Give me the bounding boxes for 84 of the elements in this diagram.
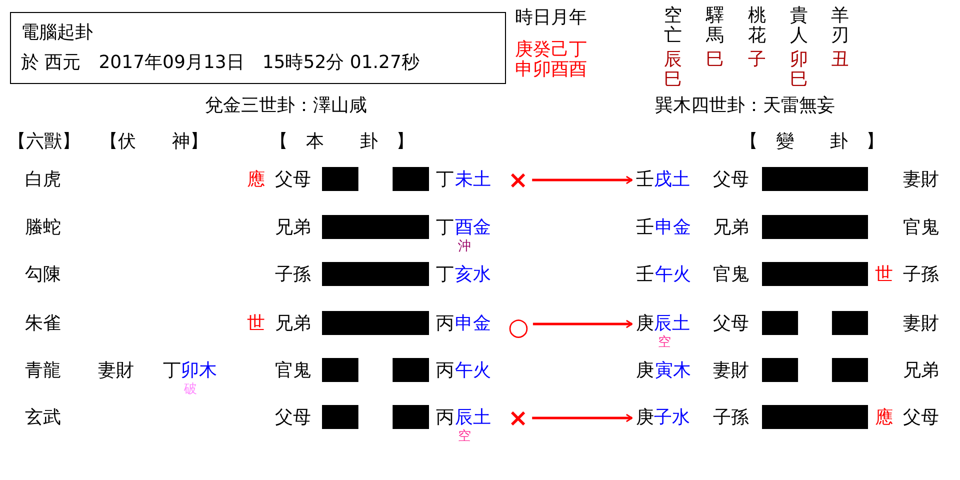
stem-text: 壬 [636,218,654,238]
relation-label: 子孫 [275,265,311,285]
stem-text: 丙 [436,314,454,334]
star-branch: 辰巳 [663,50,683,90]
branch-text: 卯木 [181,361,217,381]
column-heading: 【 本 卦 】 [270,132,414,152]
stem-text: 丁 [436,218,454,238]
hexagram-title: 巽木四世卦：天雷無妄 [655,96,835,116]
spirit-label: 玄武 [25,408,61,428]
date-text: 於 西元 2017年09月13日 15時52分 01.27秒 [21,53,420,73]
star-name: 空亡 [663,6,683,46]
relation-label: 兄弟 [903,361,939,381]
branch-text: 辰土 [455,408,491,428]
column-heading: 【 變 卦 】 [740,132,884,152]
relation-label: 父母 [903,408,939,428]
branch-text: 酉金 [455,218,491,238]
column-heading: 【六獸】 [8,132,80,152]
world-mark: 世 [875,265,893,285]
stem-text: 丁 [436,265,454,285]
spirit-label: 螣蛇 [25,218,61,238]
spirit-label: 白虎 [25,170,61,190]
response-mark: 應 [247,170,265,190]
arrow [532,320,633,328]
spirit-label: 青龍 [25,361,61,381]
star-branch: 子 [747,50,767,70]
branch-text: 申金 [655,218,691,238]
stem-text: 丙 [436,361,454,381]
ganzhi-text: 庚子水 [636,408,690,428]
moving-line-mark: × [508,167,528,193]
arrow [532,176,633,184]
relation-label: 官鬼 [275,361,311,381]
moving-line-mark: × [508,405,528,431]
ganzhi-text: 壬戌土 [636,170,690,190]
relation-label: 父母 [713,314,749,334]
relation-label: 子孫 [903,265,939,285]
branch-text: 亥水 [455,265,491,285]
branch-text: 未土 [455,170,491,190]
world-mark: 世 [247,314,265,334]
stem-text: 丙 [436,408,454,428]
relation-label: 妻財 [903,170,939,190]
branch-text: 午火 [455,361,491,381]
column-heading: 【伏 神】 [100,132,208,152]
relation-label: 父母 [713,170,749,190]
stem-text: 壬 [636,265,654,285]
moving-line-mark: ○ [508,314,529,340]
star-name: 桃花 [747,6,767,46]
star-name: 貴人 [789,6,809,46]
relation-label: 父母 [275,408,311,428]
stem-text: 丁 [436,170,454,190]
void-mark: 空 [458,430,471,444]
header-box [10,12,506,84]
ganzhi-text: 庚辰土 [636,314,690,334]
relation-label: 父母 [275,170,311,190]
star-name: 羊刃 [830,6,850,46]
stem-text: 丁 [163,361,181,381]
branch-text: 寅木 [655,361,691,381]
branch-text: 申金 [455,314,491,334]
response-mark: 應 [875,408,893,428]
branch-text: 午火 [655,265,691,285]
spirit-label: 勾陳 [25,265,61,285]
relation-label: 妻財 [713,361,749,381]
relation-label: 兄弟 [275,218,311,238]
pillar-heading: 時日月年 [515,8,587,28]
relation-label: 兄弟 [713,218,749,238]
relation-label: 妻財 [98,361,134,381]
void-mark: 空 [658,336,671,350]
star-branch: 巳 [705,50,725,70]
break-mark: 破 [184,383,197,397]
star-branch: 丑 [830,50,850,70]
relation-label: 官鬼 [713,265,749,285]
spirit-label: 朱雀 [25,314,61,334]
pillar-branches: 申卯酉酉 [515,60,587,80]
star-name: 驛馬 [705,6,725,46]
relation-label: 子孫 [713,408,749,428]
arrow [532,414,633,422]
header-title: 電腦起卦 [21,23,93,43]
relation-label: 兄弟 [275,314,311,334]
stem-text: 庚 [636,361,654,381]
star-branch: 卯巳 [789,50,809,90]
hexagram-title: 兌金三世卦：澤山咸 [205,96,367,116]
relation-label: 官鬼 [903,218,939,238]
relation-label: 妻財 [903,314,939,334]
pillar-stems: 庚癸己丁 [515,40,587,60]
clash-mark: 沖 [458,240,471,254]
